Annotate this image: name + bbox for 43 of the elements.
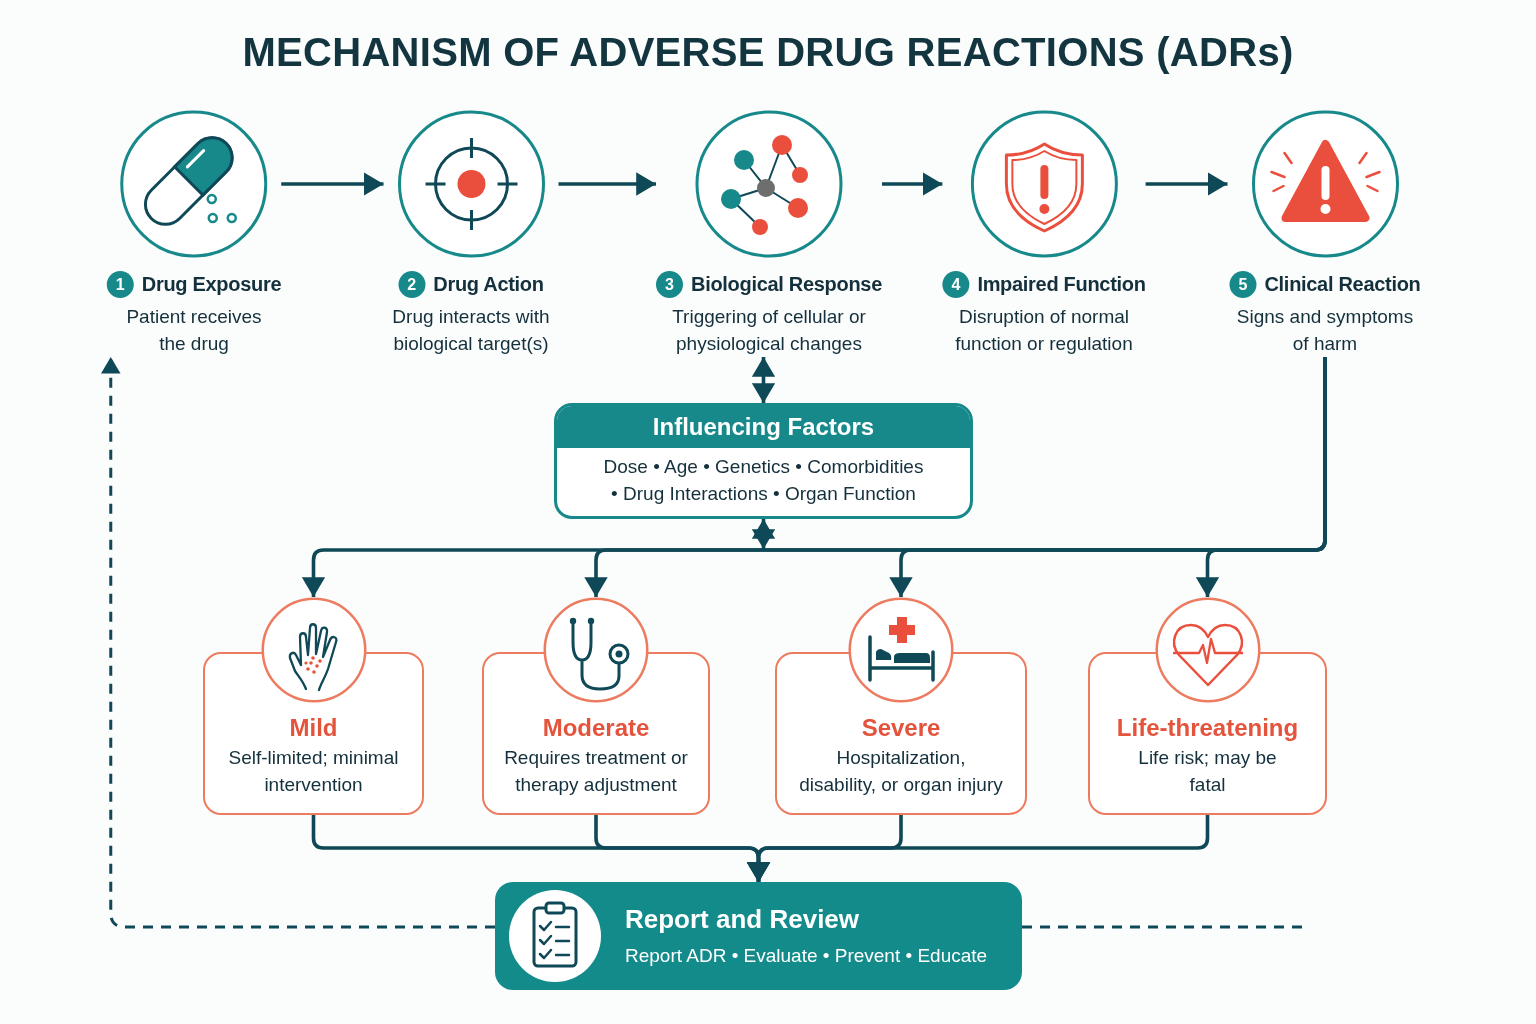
step-description: Patient receives the drug (125, 305, 263, 356)
step-number: 1 (106, 271, 134, 298)
report-steps: Report ADR • Evaluate • Prevent • Educate (625, 943, 988, 969)
factor-list: Dose • Age • Genetics • Comorbidities • Drug Interactions • Organ Function (600, 453, 927, 507)
step-description: Signs and symptoms of harm (1235, 305, 1415, 356)
severity-title: Life-threatening (1116, 713, 1299, 743)
step-title: Drug Exposure (141, 272, 282, 297)
step-number: 2 (398, 271, 426, 298)
arrow (1197, 357, 1327, 597)
severity-card (482, 597, 710, 815)
step-title: Drug Action (433, 272, 544, 297)
severity-description: Requires treatment or therapy adjustment (503, 746, 689, 797)
severity-card (203, 597, 424, 815)
step-title: Clinical Reaction (1264, 272, 1421, 297)
double-arrow (753, 519, 774, 549)
report-panel (495, 882, 1022, 990)
severity-title: Mild (289, 713, 338, 743)
severity-card (1088, 597, 1327, 815)
box-heading: Influencing Factors (557, 406, 970, 448)
arrow (558, 174, 656, 194)
severity-description: Self-limited; minimal intervention (227, 746, 400, 797)
step-description: Disruption of normal function or regulation (954, 305, 1134, 356)
step-title: Impaired Function (977, 272, 1146, 297)
double-arrow (753, 357, 774, 403)
arrow (748, 815, 1210, 882)
severity-title: Moderate (542, 713, 650, 743)
severity-description: Life risk; may be fatal (1137, 746, 1278, 797)
report-title: Report and Review (625, 903, 860, 935)
arrow (882, 174, 943, 194)
dashed-arrow (102, 357, 495, 929)
page-title: MECHANISM OF ADVERSE DRUG REACTIONS (ADRs) (242, 29, 1294, 76)
step-description: Triggering of cellular or physiological changes (671, 305, 867, 356)
step-number: 4 (942, 271, 970, 298)
step-number: 5 (1229, 271, 1257, 298)
arrow (281, 174, 384, 194)
severity-card (775, 597, 1027, 815)
severity-description: Hospitalization, disability, or organ injury (798, 746, 1004, 797)
step-title: Biological Response (691, 272, 882, 297)
arrow (1145, 174, 1228, 194)
severity-title: Severe (861, 713, 941, 743)
step-number: 3 (656, 271, 683, 298)
step-description: Drug interacts with biological target(s) (391, 305, 551, 356)
factors-box (554, 403, 973, 519)
